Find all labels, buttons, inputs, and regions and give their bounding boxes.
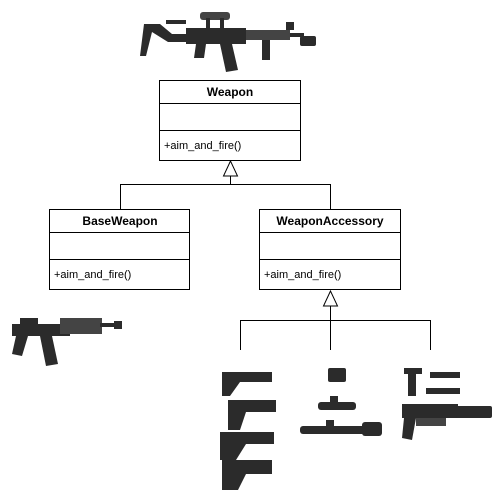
sight-icon <box>300 368 382 436</box>
inheritance-edge-weapon <box>120 159 331 209</box>
class-weapon-operation: +aim_and_fire() <box>164 140 241 152</box>
class-weapon[interactable]: Weapon +aim_and_fire() <box>159 80 301 161</box>
inheritance-edge-weapon-accessory <box>240 289 431 350</box>
inheritance-arrow-weapon-accessory <box>322 289 339 307</box>
stock-icon <box>220 372 276 490</box>
class-base-weapon-operation: +aim_and_fire() <box>54 269 131 281</box>
suppressor-icon <box>402 404 492 440</box>
grip-icon <box>404 368 460 396</box>
assault-rifle-icon <box>140 12 316 72</box>
class-base-weapon[interactable]: BaseWeapon +aim_and_fire() <box>49 209 190 290</box>
class-weapon-name: Weapon <box>207 85 253 99</box>
class-weapon-accessory-name: WeaponAccessory <box>276 214 383 228</box>
class-weapon-accessory-operation: +aim_and_fire() <box>264 269 341 281</box>
class-base-weapon-name: BaseWeapon <box>82 214 157 228</box>
class-weapon-accessory[interactable]: WeaponAccessory +aim_and_fire() <box>259 209 401 290</box>
base-rifle-icon <box>12 318 122 366</box>
inheritance-arrow-weapon <box>222 159 239 177</box>
